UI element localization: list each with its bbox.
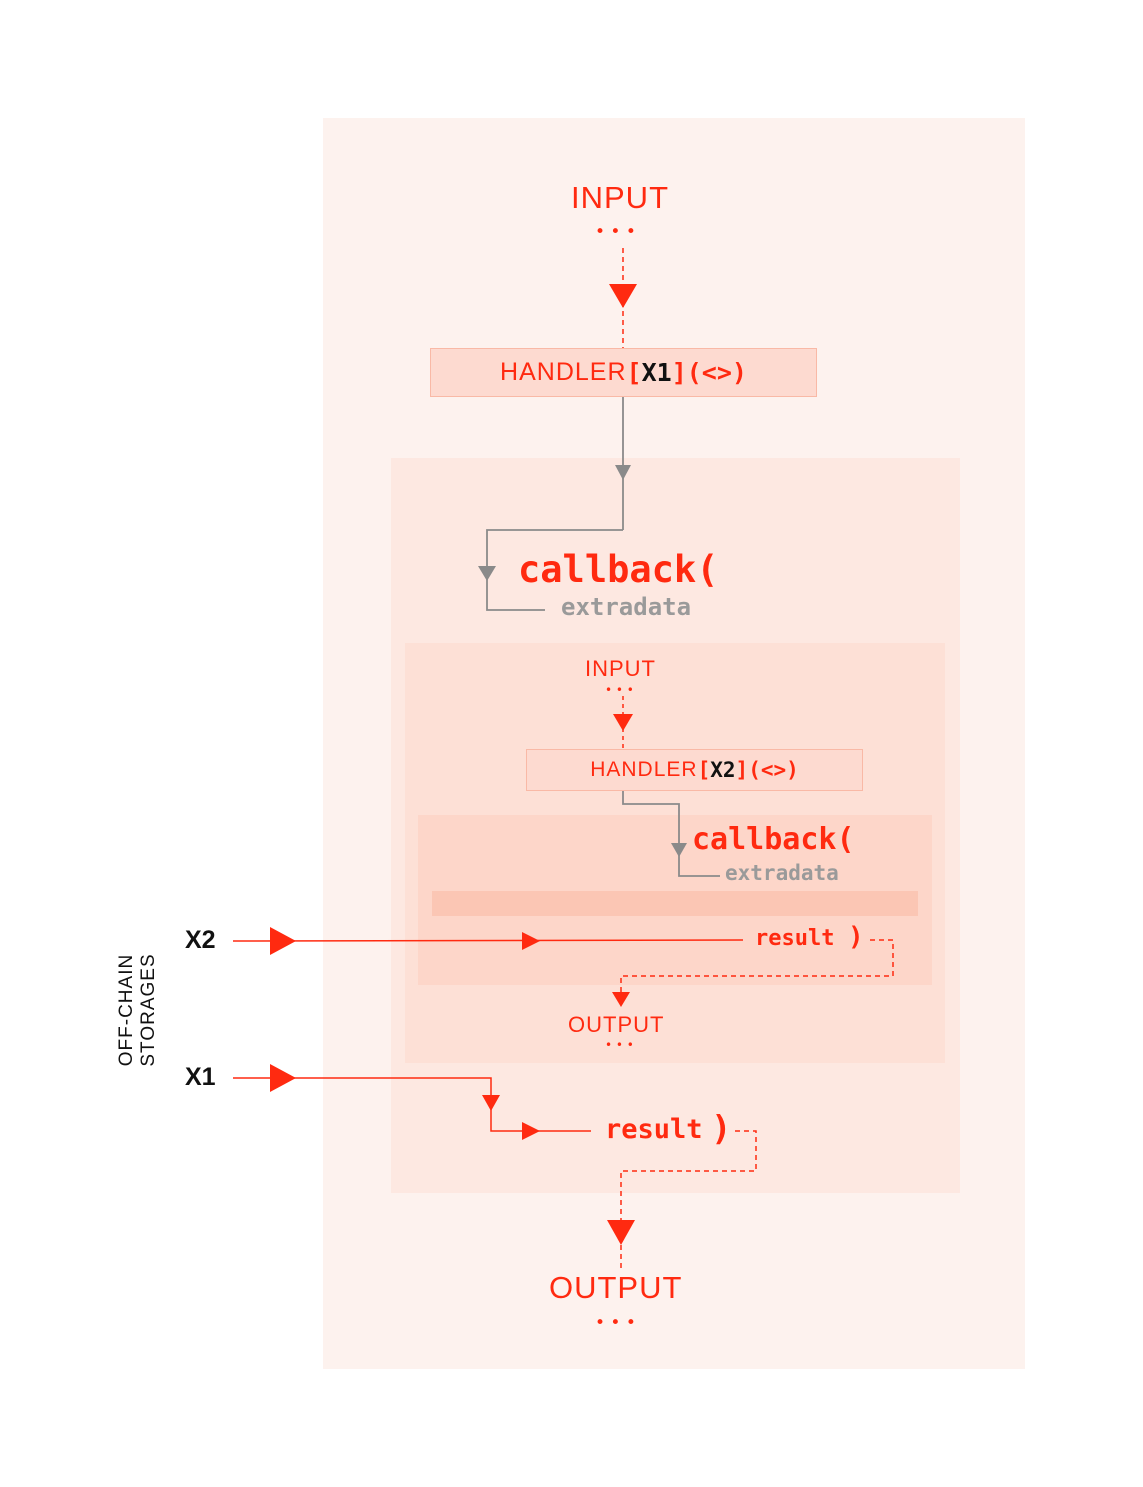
x1-storage-arrowhead-2 [482, 1095, 500, 1111]
storage-x1-label: X1 [185, 1063, 216, 1091]
x2-storage-arrowhead-1 [270, 927, 296, 955]
handler-params: (<>) [748, 758, 799, 782]
handler-arg: X1 [641, 358, 672, 387]
inner-input-arrowhead [613, 714, 633, 731]
handler-open-bracket: [ [697, 758, 711, 782]
outer-result-paren: ) [711, 1109, 732, 1149]
inner-callback-label: callback( [692, 822, 855, 857]
inner-output-arrowhead [612, 992, 630, 1007]
inner-callback-bar [432, 891, 918, 916]
storages-label-line2: STORAGES [138, 953, 159, 1067]
outer-input-dots: • • • [595, 222, 636, 242]
inner-handler-box: HANDLER[X2](<>) [526, 749, 863, 791]
handler-arg: X2 [710, 758, 736, 782]
outer-result-label: result [605, 1114, 703, 1145]
storages-label-line1: OFF-CHAIN [116, 953, 137, 1067]
inner-result-paren: ) [848, 922, 864, 952]
inner-result-dashed [620, 939, 894, 992]
outer-input-label: INPUT [571, 180, 669, 215]
offchain-storages-label: OFF-CHAIN STORAGES [116, 953, 160, 1066]
outer-output-dots: • • • [595, 1313, 636, 1333]
outer-input-arrowhead [609, 284, 637, 308]
x2-storage-line [232, 939, 744, 942]
x1-storage-line [233, 1077, 591, 1132]
handler-close-bracket: ] [735, 758, 749, 782]
outer-result-dashed [620, 1130, 757, 1268]
inner-output-dots: • • • [605, 1038, 634, 1052]
handler-keyword: HANDLER [500, 358, 627, 386]
outer-output-arrowhead [607, 1220, 635, 1245]
outer-callback-arrowhead [478, 566, 496, 581]
handler-keyword: HANDLER [590, 758, 698, 781]
x1-storage-arrowhead-1 [270, 1064, 296, 1092]
storage-x2-label: X2 [185, 926, 216, 954]
inner-handler-arrowhead [671, 843, 687, 857]
inner-extradata-label: extradata [725, 861, 839, 885]
outer-handler-arrowhead [615, 465, 631, 480]
outer-callback-label: callback( [518, 548, 719, 591]
outer-output-label: OUTPUT [549, 1270, 683, 1305]
handler-close-bracket: ] [671, 358, 687, 387]
inner-output-label: OUTPUT [568, 1012, 665, 1037]
inner-result-label: result [755, 926, 835, 951]
outer-extradata-label: extradata [561, 593, 692, 621]
x2-storage-arrowhead-2 [522, 932, 540, 950]
x1-storage-arrowhead-3 [522, 1122, 540, 1140]
inner-input-dots: • • • [605, 683, 634, 697]
inner-input-label: INPUT [585, 656, 656, 681]
inner-handler-line [622, 791, 720, 877]
outer-handler-box: HANDLER[X1](<>) [430, 348, 817, 397]
handler-open-bracket: [ [626, 358, 642, 387]
handler-params: (<>) [686, 358, 747, 387]
